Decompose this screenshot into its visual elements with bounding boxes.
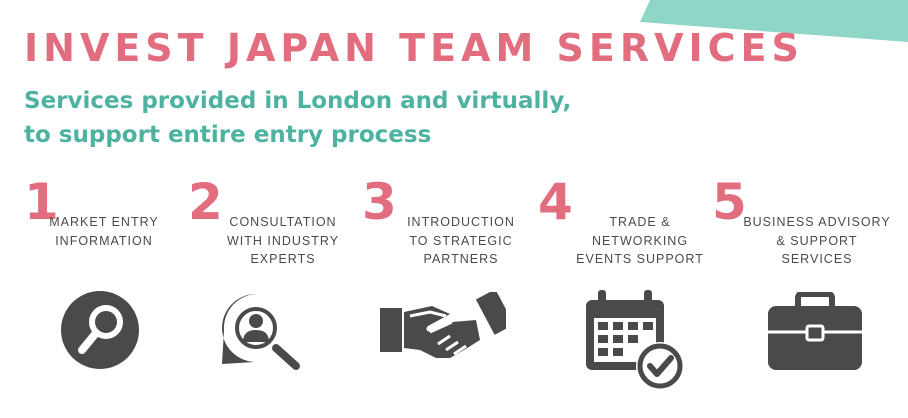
- expert-search-icon: [216, 290, 308, 372]
- service-label-line: & SUPPORT: [776, 233, 858, 248]
- search-icon: [60, 290, 140, 370]
- service-number-4: 4: [538, 173, 573, 231]
- service-label-4: TRADE & NETWORKING EVENTS SUPPORT: [565, 213, 715, 269]
- briefcase-icon: [768, 292, 862, 372]
- service-number-1: 1: [24, 173, 59, 231]
- page-subtitle: Services provided in London and virtuall…: [24, 84, 571, 152]
- service-label-line: CONSULTATION: [229, 215, 337, 229]
- handshake-icon: [380, 292, 506, 364]
- service-label-3: INTRODUCTION TO STRATEGIC PARTNERS: [386, 213, 536, 269]
- service-label-line: EVENTS SUPPORT: [576, 252, 704, 266]
- service-label-line: SERVICES: [781, 252, 853, 266]
- service-label-line: EXPERTS: [250, 252, 316, 266]
- service-label-line: WITH INDUSTRY: [226, 233, 340, 248]
- service-label-line: INFORMATION: [55, 233, 153, 248]
- service-label-line: MARKET ENTRY: [49, 215, 159, 229]
- service-label-line: TO STRATEGIC: [409, 233, 513, 248]
- subtitle-line: Services provided in London and virtuall…: [24, 88, 572, 114]
- service-label-line: INTRODUCTION: [407, 215, 515, 229]
- service-number-3: 3: [362, 173, 397, 231]
- subtitle-line: to support entire entry process: [24, 122, 432, 148]
- service-number-5: 5: [712, 173, 747, 231]
- calendar-check-icon: [584, 290, 688, 390]
- page-title: INVEST JAPAN TEAM SERVICES: [24, 26, 804, 70]
- service-label-line: BUSINESS ADVISORY: [743, 215, 891, 229]
- service-label-line: PARTNERS: [423, 252, 499, 266]
- service-label-5: BUSINESS ADVISORY & SUPPORT SERVICES: [742, 213, 892, 269]
- service-label-line: TRADE &: [609, 215, 671, 229]
- service-label-1: MARKET ENTRY INFORMATION: [29, 213, 179, 250]
- service-number-2: 2: [188, 173, 223, 231]
- service-label-2: CONSULTATION WITH INDUSTRY EXPERTS: [208, 213, 358, 269]
- service-label-line: NETWORKING: [591, 233, 689, 248]
